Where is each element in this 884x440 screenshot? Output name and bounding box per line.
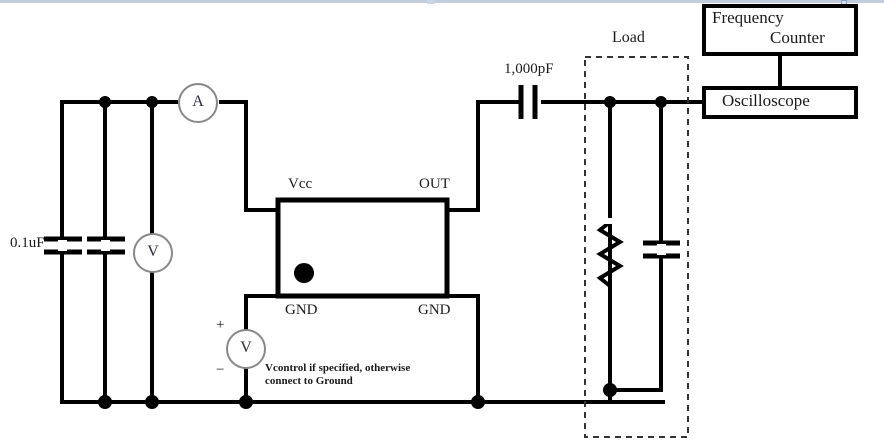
oscilloscope-box[interactable]: [702, 86, 858, 119]
junction-top-voltmeter: [146, 96, 158, 108]
resistor-top-mask: [603, 218, 617, 224]
junction-top-load-capacitor: [655, 96, 667, 108]
page-top-rule: [0, 0, 884, 3]
ic-pin-label-vcc: Vcc: [288, 176, 313, 192]
ic-pin-label-gnd-left: GND: [285, 302, 318, 318]
frequency-counter-label-line1: Frequency: [712, 8, 784, 27]
junction-top-load-resistor: [604, 96, 616, 108]
wire-load-capacitor-branch: [608, 100, 663, 392]
control-note-line-1: Vcontrol if specified, otherwise: [265, 362, 411, 374]
control-voltmeter-symbol: [226, 329, 266, 369]
supply-voltmeter-symbol: [133, 233, 173, 273]
wire-out-to-coupling-cap: [445, 100, 523, 212]
wire-network: [60, 100, 702, 404]
oscilloscope-label: Oscilloscope: [722, 91, 810, 110]
ic-pin-label-out: OUT: [419, 176, 450, 192]
load-box-label: Load: [612, 29, 645, 46]
capacitor-0p1uf: [44, 236, 82, 255]
control-voltmeter-minus-sign: −: [216, 362, 225, 378]
wire-gnd-right-to-bottom: [445, 294, 480, 404]
junction-bottom-cap2: [98, 395, 112, 409]
junction-bottom-load: [603, 383, 617, 397]
cap2-gap-mask: [101, 240, 110, 251]
capacitor-1000pf: [518, 85, 538, 119]
control-note-line-2: connect to Ground: [265, 375, 353, 387]
junction-bottom-gnd-left: [239, 395, 253, 409]
junction-bottom-voltmeter: [145, 395, 159, 409]
control-voltmeter-plus-sign: +: [216, 317, 225, 333]
cap1-gap-mask: [58, 240, 67, 251]
page-top-marker: [427, 0, 435, 4]
load-dashed-boundary: [584, 56, 689, 438]
load-resistor: [596, 220, 624, 288]
frequency-counter-label-line2: Counter: [770, 28, 825, 47]
coupling-capacitor-value-label: 1,000pF: [504, 61, 554, 77]
capacitor-value-label: 0.1uF: [10, 235, 45, 251]
ic-pin-label-gnd-right: GND: [418, 302, 451, 318]
capacitor-bypass: [87, 236, 125, 255]
load-cap-gap-mask: [657, 244, 666, 255]
junction-bottom-gnd-right: [471, 395, 485, 409]
ic-pin1-dot: [294, 263, 314, 283]
junction-dots: [98, 96, 667, 409]
wire-ammeter-to-vcc: [219, 100, 280, 212]
junction-top-cap2: [99, 96, 111, 108]
load-capacitor: [643, 240, 680, 259]
ammeter-symbol: [178, 83, 218, 123]
